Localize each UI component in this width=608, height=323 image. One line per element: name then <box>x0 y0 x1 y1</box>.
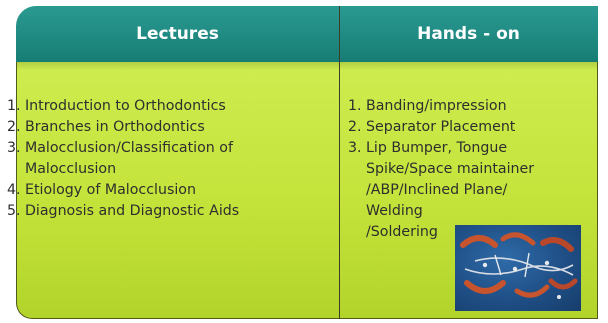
item-text-line: Etiology of Malocclusion <box>25 182 196 198</box>
lectures-item: 2.Branches in Orthodontics <box>7 117 317 138</box>
hands-on-item: 2.Separator Placement <box>348 117 578 138</box>
table-header: Lectures Hands - on <box>16 6 598 62</box>
lectures-item: 5.Diagnosis and Diagnostic Aids <box>7 201 317 222</box>
item-text-line: Branches in Orthodontics <box>25 119 205 135</box>
item-text-line: Banding/impression <box>366 98 507 114</box>
item-text-line: Malocclusion/Classification of <box>25 140 233 156</box>
item-text-line: /Soldering <box>366 224 438 240</box>
item-text-line: Welding <box>366 203 423 219</box>
item-text-line: Introduction to Orthodontics <box>25 98 226 114</box>
item-number: 1. <box>7 98 21 114</box>
item-number: 4. <box>7 182 21 198</box>
header-lectures: Lectures <box>136 24 219 44</box>
item-text-line: Spike/Space maintainer <box>366 161 535 177</box>
item-number: 3. <box>348 140 362 156</box>
item-text-line: Separator Placement <box>366 119 516 135</box>
lectures-item: 4.Etiology of Malocclusion <box>7 180 317 201</box>
header-hands-on: Hands - on <box>417 24 520 44</box>
item-number: 1. <box>348 98 362 114</box>
item-text-line: Diagnosis and Diagnostic Aids <box>25 203 240 219</box>
orthodontic-appliances-photo <box>455 225 581 311</box>
lectures-item: 1.Introduction to Orthodontics <box>7 96 317 117</box>
item-number: 3. <box>7 140 21 156</box>
item-number: 5. <box>7 203 21 219</box>
item-number: 2. <box>7 119 21 135</box>
hands-on-item: 1.Banding/impression <box>348 96 578 117</box>
item-text-line: /ABP/Inclined Plane/ <box>366 182 508 198</box>
item-text-line: Malocclusion <box>25 161 117 177</box>
lectures-item: 3.Malocclusion/Classification of Malocclu… <box>7 138 317 180</box>
column-divider <box>339 6 340 319</box>
item-text-line: Lip Bumper, Tongue <box>366 140 508 156</box>
item-number: 2. <box>348 119 362 135</box>
